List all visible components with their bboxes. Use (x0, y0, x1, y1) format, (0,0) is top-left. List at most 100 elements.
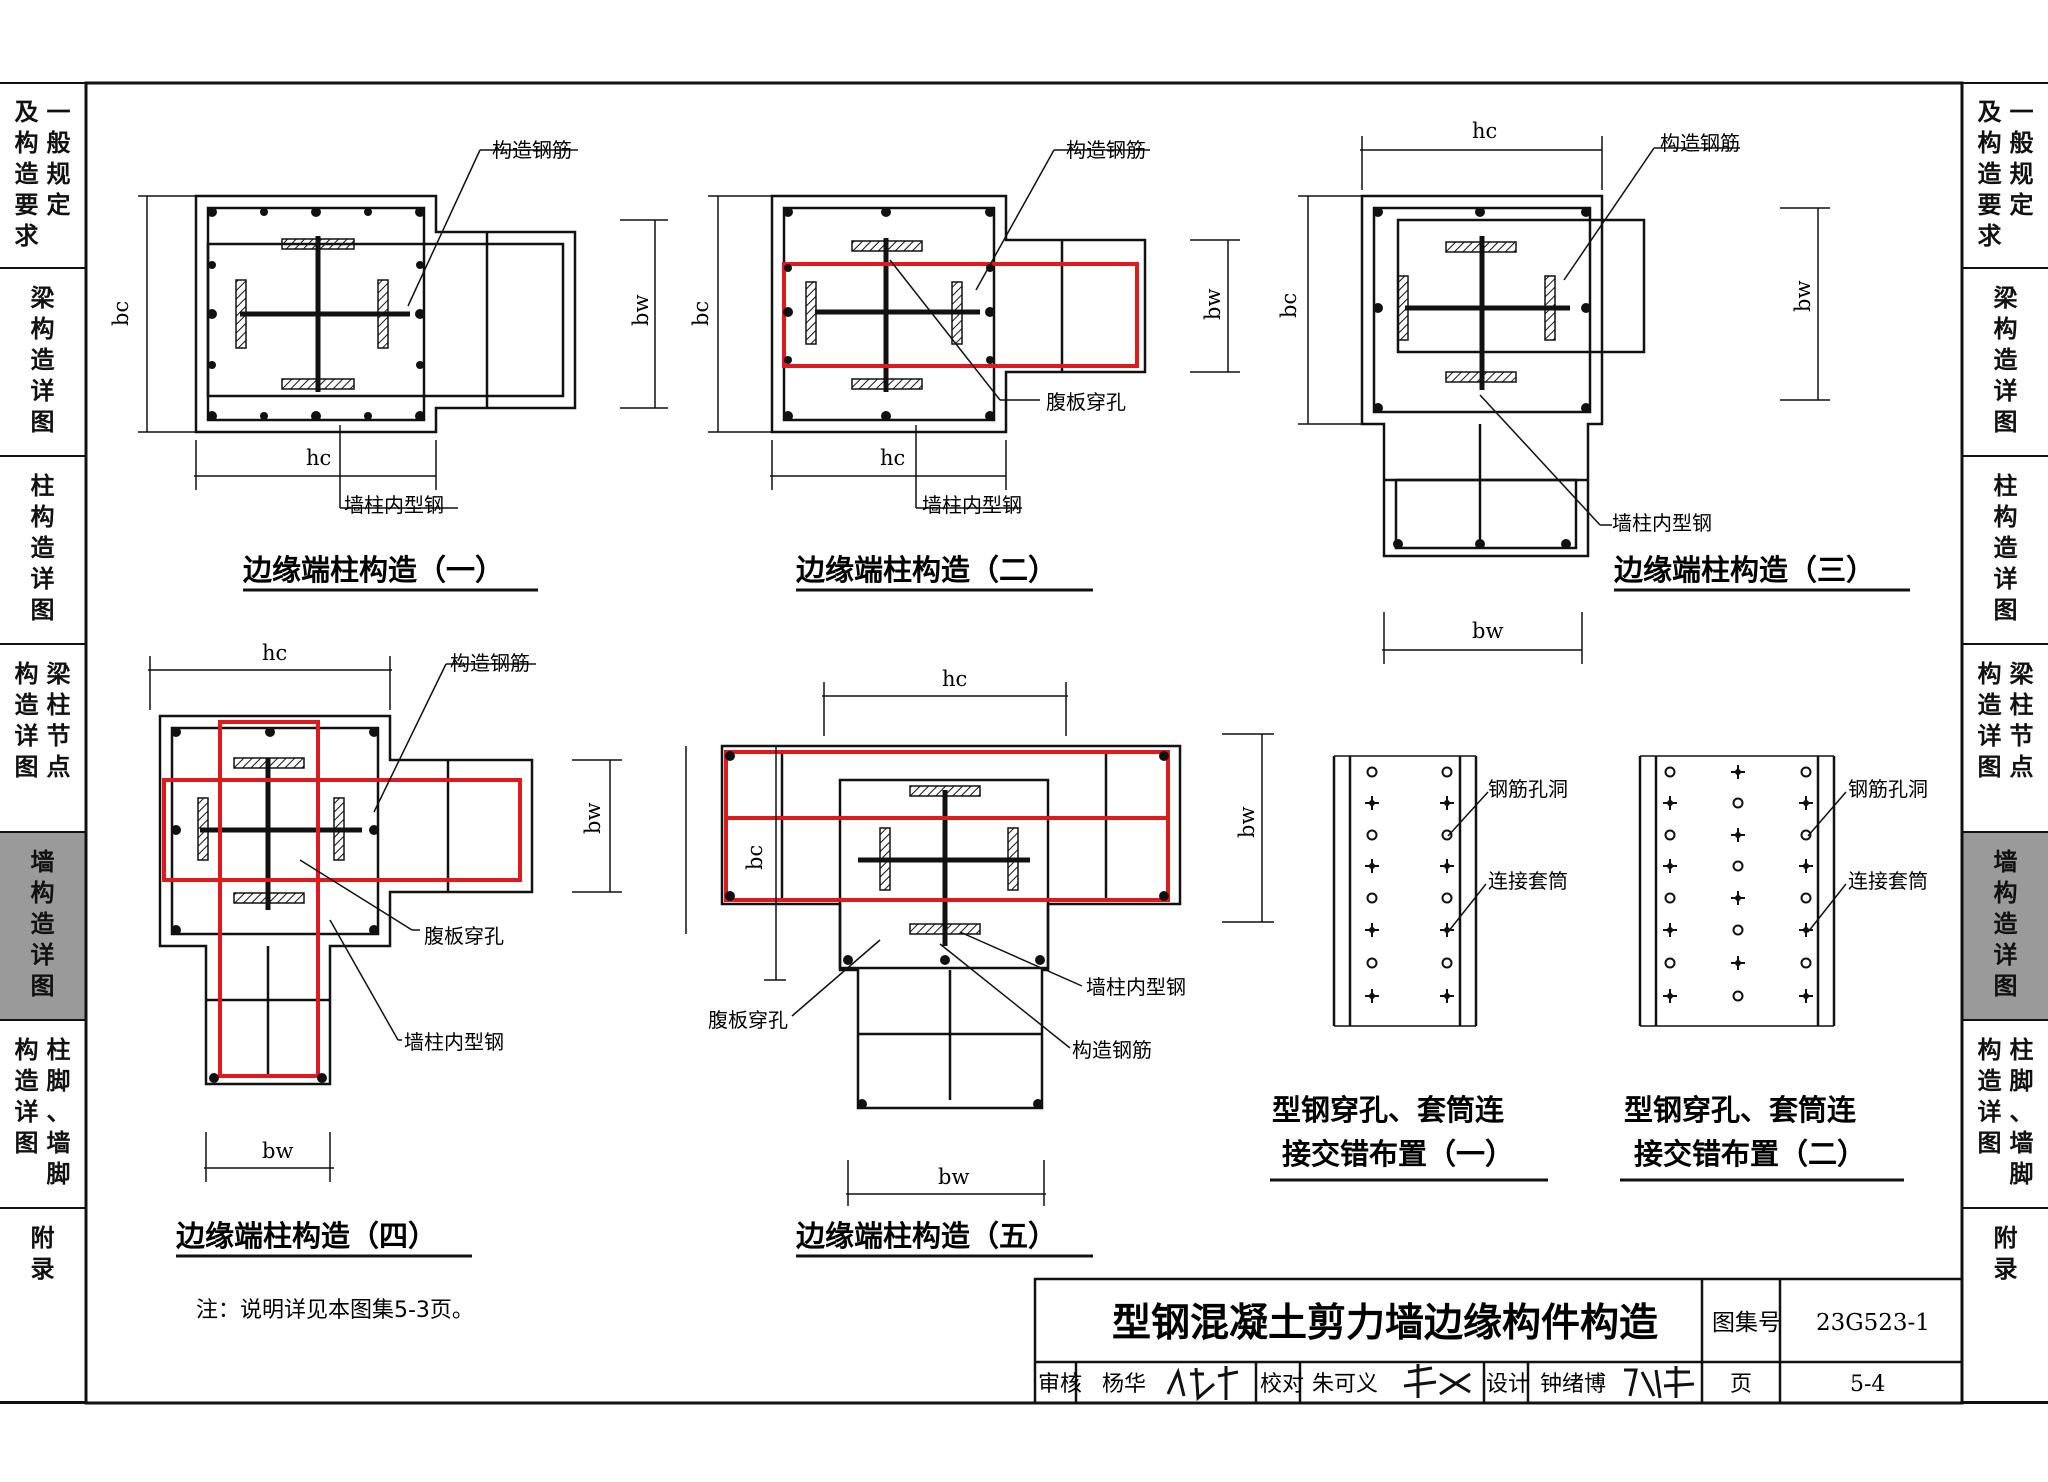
rebar-hole-mark (1366, 766, 1378, 778)
fig1-rebar-label: 构造钢筋 (492, 138, 572, 162)
atlas-number: 23G523-1 (1816, 1310, 1930, 1336)
sidebar-tab-text: 构 造 详 图 (1977, 660, 2002, 781)
fig5-steel-label: 墙柱内型钢 (1086, 975, 1186, 999)
fig4-hole-label: 腹板穿孔 (424, 924, 504, 948)
review-label: 审核 (1038, 1372, 1082, 1397)
rebar-hole-mark (1366, 957, 1378, 969)
fig4-steel-label: 墙柱内型钢 (404, 1030, 504, 1054)
check-label: 校对 (1260, 1372, 1304, 1397)
fig6-hole-pattern (1365, 766, 1454, 1003)
sidebar-tab-text: 柱 构 造 详 图 (30, 472, 55, 624)
fig3-bc-label: bc (1277, 293, 1301, 318)
fig1-bc-label: bc (109, 301, 133, 326)
sleeve-mark (1667, 800, 1673, 806)
left-sidebar-tab-5[interactable]: 墙 构 造 详 图 (0, 833, 85, 1021)
fig4-bw-label: bw (581, 803, 605, 834)
page-label: 页 (1730, 1372, 1752, 1397)
right-sidebar-tab-4[interactable]: 构 造 详 图梁 柱 节 点 (1963, 645, 2048, 833)
rebar-hole-mark (1732, 860, 1744, 872)
figure-3: bc bw hc bw 构造钢筋 墙柱内型钢 边缘端柱构造（三） (1277, 119, 1910, 664)
rebar-hole-mark (1732, 797, 1744, 809)
rebar-hole-mark (1366, 829, 1378, 841)
sleeve-mark (1735, 832, 1741, 838)
checker-name: 朱可义 (1312, 1372, 1378, 1397)
left-sidebar-tab-2[interactable]: 梁 构 造 详 图 (0, 269, 85, 457)
sleeve-mark (1369, 800, 1375, 806)
atlas-label: 图集号 (1712, 1310, 1781, 1336)
fig6-title-line2: 接交错布置（一） (1282, 1137, 1514, 1171)
fig7-hole-label: 钢筋孔洞 (1848, 777, 1928, 801)
design-label: 设计 (1486, 1372, 1530, 1397)
fig3-hc-label: hc (1472, 119, 1497, 143)
figure-1: bc bw hc 构造钢筋 墙柱内型钢 边缘端柱构造（一） (109, 138, 668, 592)
sidebar-tab-text: 构 造 详 图 (14, 1036, 39, 1157)
rebar-hole-mark (1664, 766, 1676, 778)
fig2-title: 边缘端柱构造（二） (796, 553, 1057, 587)
sleeve-mark (1735, 769, 1741, 775)
right-sidebar-tab-2[interactable]: 梁 构 造 详 图 (1963, 269, 2048, 457)
sidebar-tab-text: 梁 柱 节 点 (46, 660, 71, 781)
fig1-hc-label: hc (306, 446, 331, 470)
figure-2: bc bw hc 构造钢筋 腹板穿孔 墙柱内型钢 边缘端柱构造（二） (689, 138, 1240, 592)
fig2-bc-label: bc (689, 301, 713, 326)
fig7-sleeve-label: 连接套筒 (1848, 869, 1928, 893)
left-sidebar: 及 构 造 要 求一 般 规 定梁 构 造 详 图柱 构 造 详 图构 造 详 … (0, 83, 85, 1403)
left-sidebar-tab-6[interactable]: 构 造 详 图柱 脚 、 墙 脚 (0, 1021, 85, 1209)
right-sidebar-tab-6[interactable]: 构 造 详 图柱 脚 、 墙 脚 (1963, 1021, 2048, 1209)
fig6-hole-label: 钢筋孔洞 (1488, 777, 1568, 801)
sidebar-tab-text: 柱 脚 、 墙 脚 (46, 1036, 71, 1188)
figure-6: 钢筋孔洞 连接套筒 型钢穿孔、套筒连 接交错布置（一） (1270, 755, 1568, 1182)
fig3-bw2-label: bw (1472, 619, 1503, 643)
sidebar-tab-text: 构 造 详 图 (1977, 1036, 2002, 1157)
sleeve-mark (1667, 927, 1673, 933)
rebar-hole-mark (1441, 892, 1453, 904)
rebar-hole-mark (1664, 892, 1676, 904)
sleeve-mark (1369, 863, 1375, 869)
sleeve-mark (1803, 863, 1809, 869)
left-sidebar-tab-4[interactable]: 构 造 详 图梁 柱 节 点 (0, 645, 85, 833)
sidebar-tab-text: 构 造 详 图 (14, 660, 39, 781)
sidebar-tab-text: 附 录 (30, 1224, 55, 1283)
title-block: 型钢混凝土剪力墙边缘构件构造 图集号 23G523-1 审核 杨华 校对 朱可义… (1033, 1277, 1964, 1405)
fig1-steel-label: 墙柱内型钢 (344, 493, 444, 517)
sleeve-mark (1735, 960, 1741, 966)
right-sidebar-tab-5[interactable]: 墙 构 造 详 图 (1963, 833, 2048, 1021)
fig3-bw-label: bw (1791, 281, 1815, 312)
rebar-hole-mark (1800, 829, 1812, 841)
fig7-title-line2: 接交错布置（二） (1634, 1137, 1866, 1171)
fig3-steel-label: 墙柱内型钢 (1612, 511, 1712, 535)
right-sidebar-tab-3[interactable]: 柱 构 造 详 图 (1963, 457, 2048, 645)
fig3-rebar-label: 构造钢筋 (1660, 131, 1740, 155)
fig2-rebar-label: 构造钢筋 (1066, 138, 1146, 162)
note-text: 注：说明详见本图集5-3页。 (196, 1298, 474, 1323)
sidebar-tab-text: 一 般 规 定 (46, 98, 71, 219)
fig5-title: 边缘端柱构造（五） (796, 1219, 1057, 1253)
sleeve-mark (1735, 895, 1741, 901)
sleeve-mark (1803, 993, 1809, 999)
rebar-hole-mark (1664, 829, 1676, 841)
sleeve-mark (1444, 863, 1450, 869)
rebar-hole-mark (1800, 766, 1812, 778)
sleeve-mark (1667, 863, 1673, 869)
fig4-title: 边缘端柱构造（四） (176, 1219, 437, 1253)
rebar-hole-mark (1441, 766, 1453, 778)
sidebar-tab-text: 及 构 造 要 求 (14, 98, 39, 250)
sidebar-tab-text: 附 录 (1993, 1224, 2018, 1283)
right-sidebar-tab-1[interactable]: 及 构 造 要 求一 般 规 定 (1963, 83, 2048, 269)
sidebar-tab-text: 墙 构 造 详 图 (30, 848, 55, 1000)
rebar-hole-mark (1800, 957, 1812, 969)
fig4-rebar-label: 构造钢筋 (450, 651, 530, 675)
left-sidebar-tab-3[interactable]: 柱 构 造 详 图 (0, 457, 85, 645)
left-sidebar-tab-1[interactable]: 及 构 造 要 求一 般 规 定 (0, 83, 85, 269)
fig5-bc-label: bc (743, 845, 767, 870)
checker-signature (1403, 1364, 1471, 1398)
fig5-rebar-label: 构造钢筋 (1072, 1038, 1152, 1062)
fig4-hc-label: hc (262, 641, 287, 665)
sleeve-mark (1369, 993, 1375, 999)
sleeve-mark (1803, 927, 1809, 933)
sleeve-mark (1369, 927, 1375, 933)
fig7-hole-pattern (1663, 765, 1813, 1003)
sleeve-mark (1667, 993, 1673, 999)
sidebar-tab-text: 墙 构 造 详 图 (1993, 848, 2018, 1000)
